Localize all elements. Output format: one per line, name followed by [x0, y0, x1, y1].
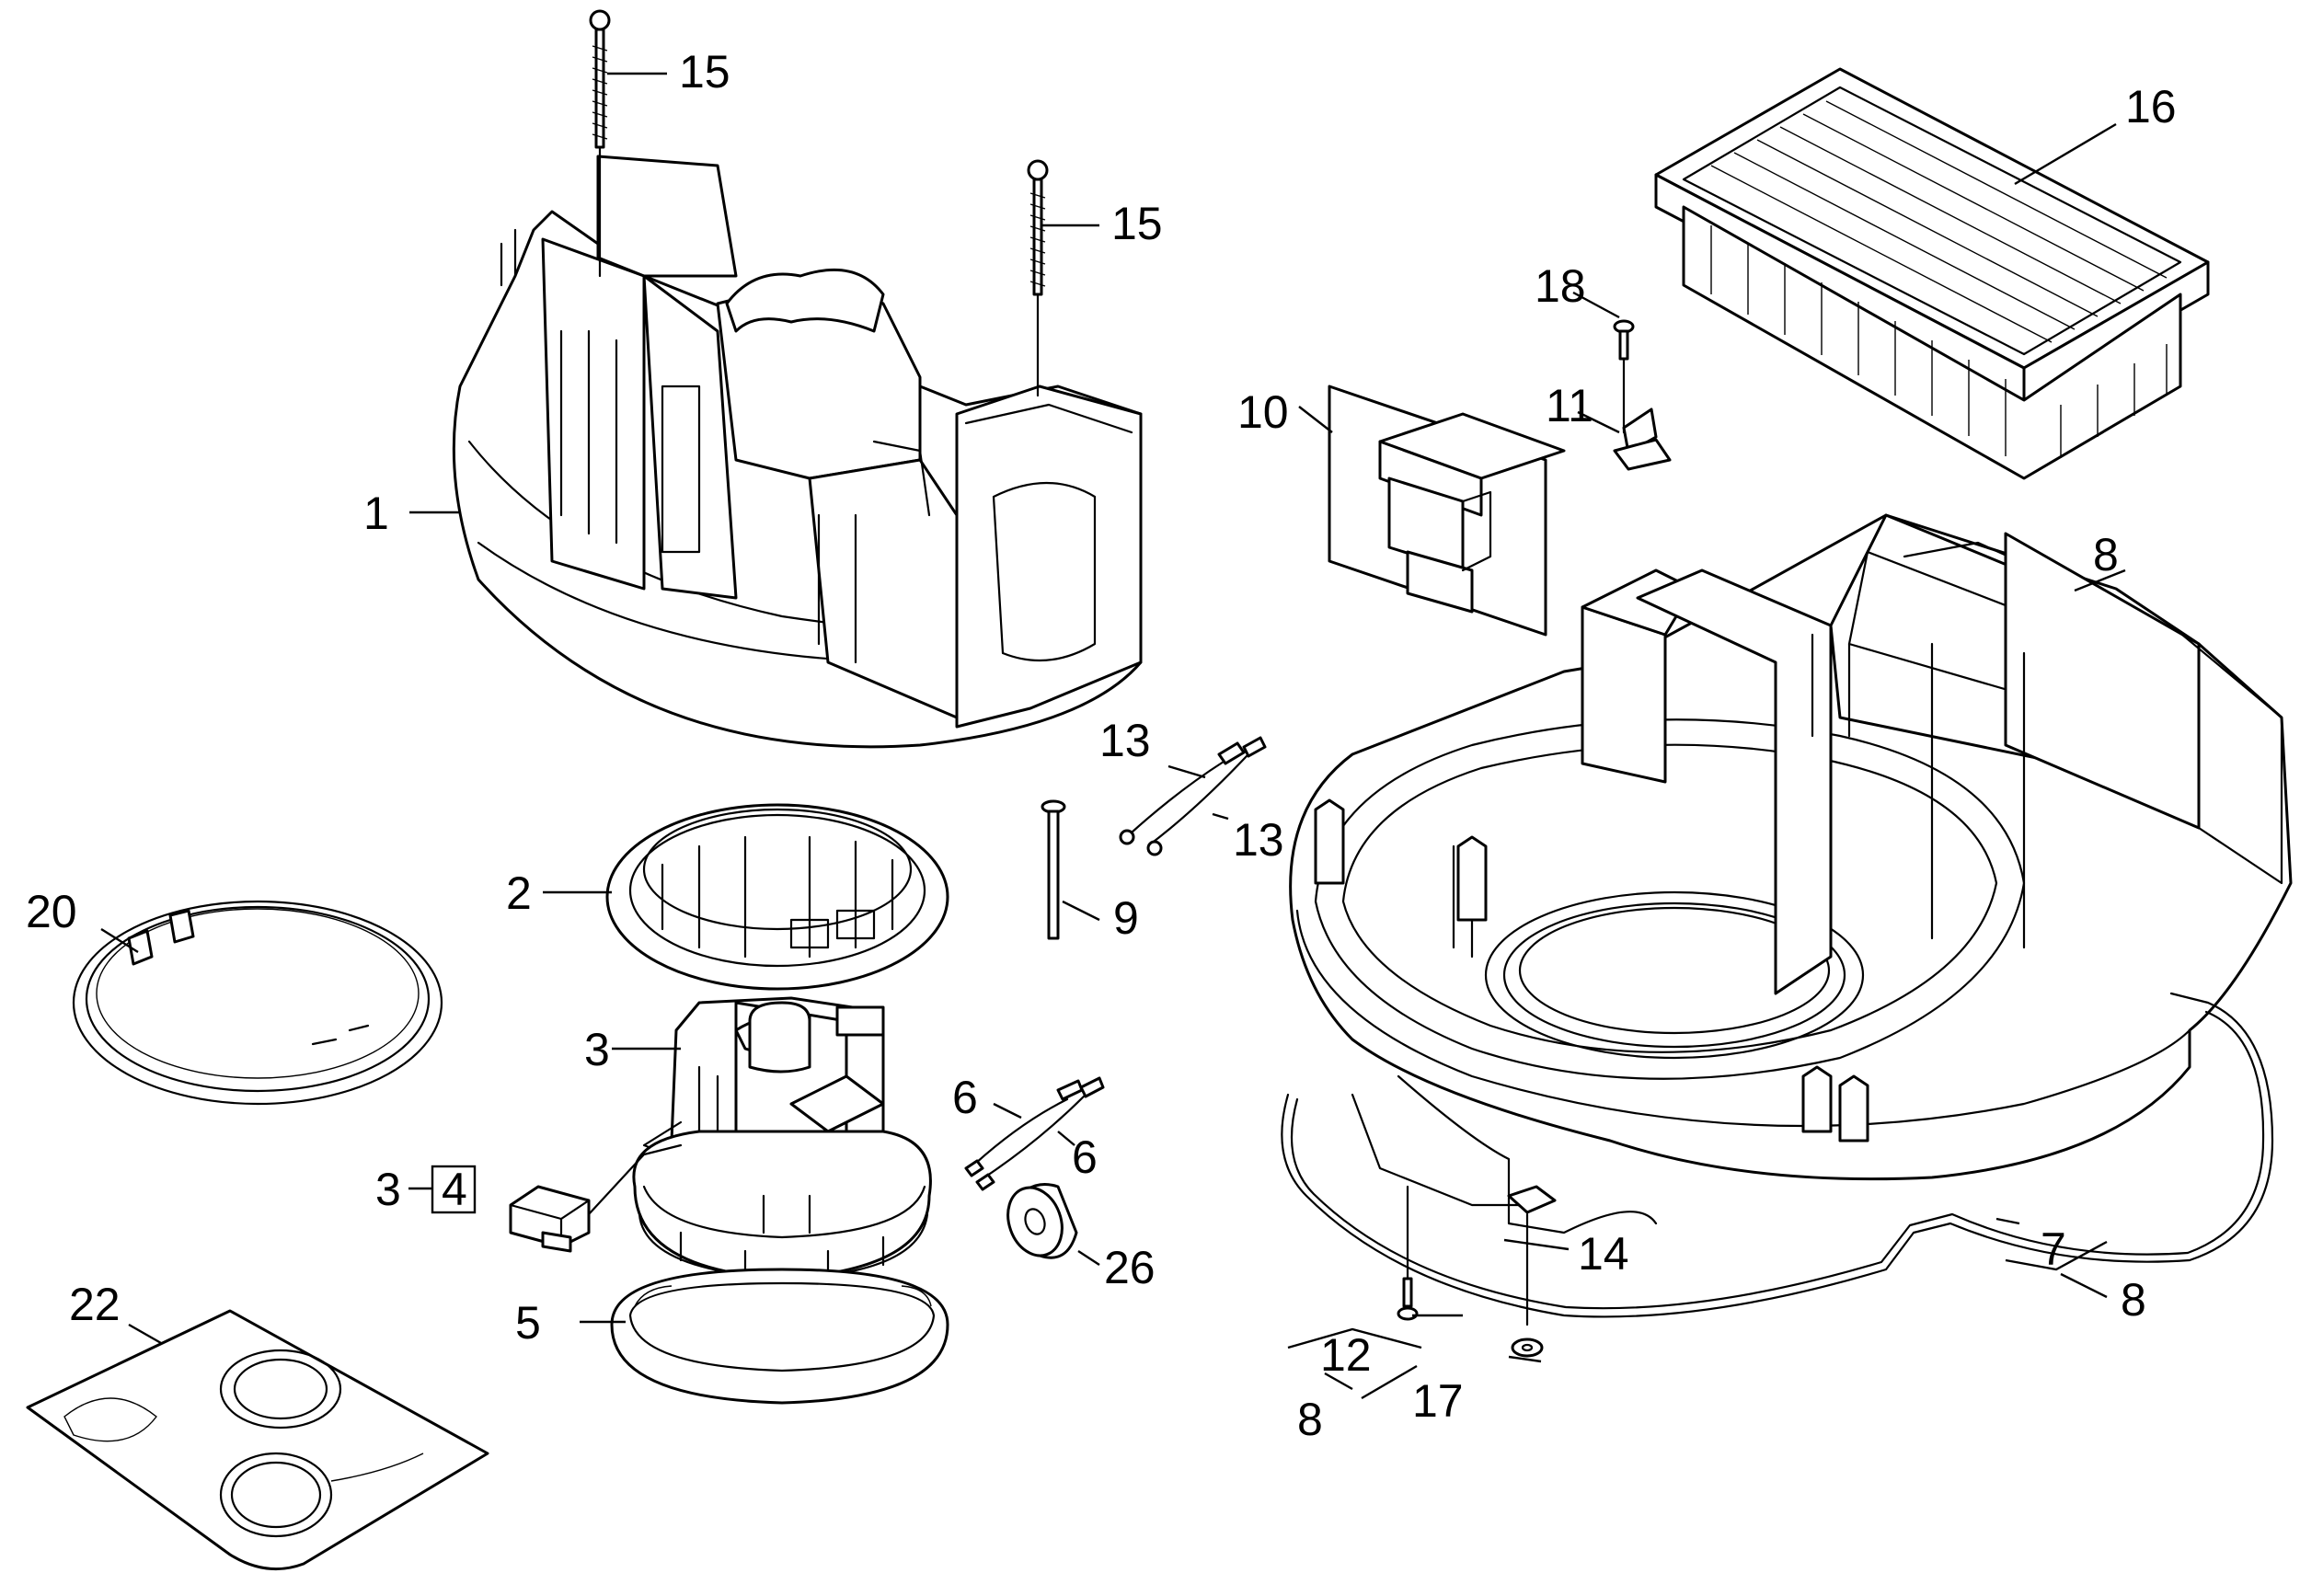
part-16-flat-filter	[1654, 67, 2210, 480]
part-17-washer	[1511, 1212, 1544, 1358]
callout-7: 7	[2041, 1223, 2066, 1275]
part-5-gasket	[610, 1268, 949, 1405]
part-9-pin	[1041, 799, 1066, 940]
callout-18: 18	[1535, 260, 1586, 312]
part-12-screw	[1397, 1185, 1419, 1321]
callout-14: 14	[1578, 1228, 1629, 1280]
callout-4: 4	[442, 1164, 467, 1215]
part-2-motor-ring	[605, 803, 949, 991]
callout-15-right: 15	[1111, 198, 1163, 249]
part-18-screw	[1613, 319, 1635, 434]
callout-8-bottom-right: 8	[2121, 1274, 2146, 1326]
callout-16: 16	[2125, 81, 2177, 132]
callout-8-bottom-left: 8	[1297, 1394, 1323, 1445]
part-11-bracket	[1613, 408, 1672, 471]
callout-20: 20	[26, 886, 77, 937]
part-3-motor	[632, 996, 932, 1280]
callout-1: 1	[363, 488, 389, 539]
callout-6-upper: 6	[952, 1072, 978, 1123]
callout-8-container: 8	[2093, 529, 2119, 580]
part-15-screw-right	[1027, 159, 1049, 397]
callout-13-upper: 13	[1099, 715, 1151, 766]
callout-12: 12	[1320, 1329, 1372, 1381]
part-15-screw-left	[589, 9, 611, 278]
part-26-ferrite	[1006, 1183, 1078, 1259]
callout-17: 17	[1412, 1375, 1464, 1427]
callout-26: 26	[1104, 1242, 1156, 1293]
part-10-electronics	[1328, 385, 1566, 637]
callout-labels: 15 15 1 2 3 3 4 5 6 6 7 8 8 8 9 10 11 12…	[26, 46, 2177, 1445]
filter-pleats	[1710, 100, 2168, 458]
callout-9: 9	[1113, 892, 1139, 944]
part-14-clip	[1351, 1093, 1557, 1214]
callout-11: 11	[1546, 380, 1593, 431]
part-6-cables	[964, 1076, 1105, 1191]
callout-2: 2	[506, 867, 532, 919]
callout-22: 22	[69, 1279, 121, 1330]
callout-10: 10	[1237, 386, 1289, 438]
callout-6-lower: 6	[1072, 1131, 1098, 1183]
callout-4-box	[431, 1165, 477, 1214]
callout-3-motor: 3	[584, 1024, 610, 1075]
part-8-container	[1281, 513, 2293, 1318]
callout-5: 5	[515, 1297, 541, 1349]
part-13-cables	[1119, 736, 1267, 856]
callout-15-top: 15	[679, 46, 730, 98]
callout-3-left: 3	[375, 1164, 401, 1215]
callout-13-lower: 13	[1233, 814, 1284, 866]
part-1-upper-housing	[452, 155, 1143, 749]
part-22-filter-bag	[26, 1309, 489, 1571]
part-4-connector	[509, 1143, 683, 1253]
leader-lines	[100, 72, 2126, 1400]
part-20-ring	[72, 900, 443, 1106]
